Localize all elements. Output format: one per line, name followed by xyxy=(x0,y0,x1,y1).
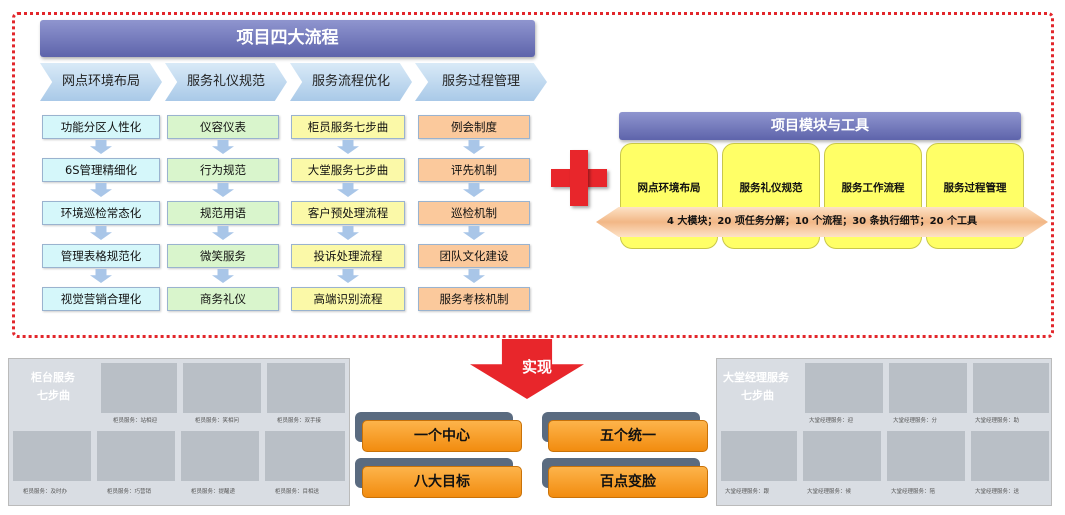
goal-box: 百点变脸 xyxy=(548,466,708,498)
process-title: 项目四大流程 xyxy=(40,20,535,57)
step-box: 高端识别流程 xyxy=(291,287,405,311)
column-header-3: 服务流程优化 xyxy=(290,63,412,101)
photo-caption: 柜员服务：提醒递 xyxy=(191,489,236,495)
photo-caption: 柜员服务：笑相问 xyxy=(195,418,240,424)
plus-icon xyxy=(551,150,607,206)
goal-box: 八大目标 xyxy=(362,466,522,498)
photo-caption: 柜员服务：目相送 xyxy=(275,489,320,495)
service-photo xyxy=(265,431,345,481)
modules-summary-banner: 4 大模块；20 项任务分解；10 个流程；30 条执行细节；20 个工具 xyxy=(596,207,1048,237)
step-box: 商务礼仪 xyxy=(167,287,279,311)
step-box: 客户预处理流程 xyxy=(291,201,405,225)
step-box: 投诉处理流程 xyxy=(291,244,405,268)
goal-box: 一个中心 xyxy=(362,420,522,452)
service-photo xyxy=(13,431,91,481)
service-photo xyxy=(721,431,797,481)
lobby-manager-photo-panel: 大堂经理服务 七步曲 大堂经理服务：迎 大堂经理服务：分 大堂经理服务：助 大堂… xyxy=(716,358,1052,506)
service-photo xyxy=(805,363,883,413)
step-box: 团队文化建设 xyxy=(418,244,530,268)
step-box: 视觉营销合理化 xyxy=(42,287,160,311)
service-photo xyxy=(887,431,965,481)
photo-caption: 大堂经理服务：陪 xyxy=(891,489,936,495)
photo-caption: 柜员服务：站相迎 xyxy=(113,418,158,424)
step-box: 服务考核机制 xyxy=(418,287,530,311)
step-box: 微笑服务 xyxy=(167,244,279,268)
service-photo xyxy=(97,431,175,481)
service-photo xyxy=(183,363,261,413)
step-box: 评先机制 xyxy=(418,158,530,182)
step-box: 行为规范 xyxy=(167,158,279,182)
step-box: 规范用语 xyxy=(167,201,279,225)
step-box: 功能分区人性化 xyxy=(42,115,160,139)
photo-caption: 柜员服务：巧营销 xyxy=(107,489,152,495)
step-box: 仪容仪表 xyxy=(167,115,279,139)
photo-caption: 柜员服务：及时办 xyxy=(23,489,68,495)
service-photo xyxy=(181,431,259,481)
panel-title-line: 七步曲 xyxy=(37,389,70,402)
step-box: 环境巡检常态化 xyxy=(42,201,160,225)
step-box: 大堂服务七步曲 xyxy=(291,158,405,182)
photo-caption: 大堂经理服务：助 xyxy=(975,418,1020,424)
step-box: 柜员服务七步曲 xyxy=(291,115,405,139)
step-box: 管理表格规范化 xyxy=(42,244,160,268)
photo-caption: 大堂经理服务：分 xyxy=(893,418,938,424)
dotted-frame xyxy=(12,12,1054,338)
service-photo xyxy=(971,431,1049,481)
column-header-1: 网点环境布局 xyxy=(40,63,162,101)
panel-title-line: 七步曲 xyxy=(741,389,774,402)
counter-service-photo-panel: 柜台服务 七步曲 柜员服务：站相迎 柜员服务：笑相问 柜员服务：双手接 柜员服务… xyxy=(8,358,350,506)
photo-caption: 大堂经理服务：送 xyxy=(975,489,1020,495)
step-box: 例会制度 xyxy=(418,115,530,139)
step-box: 巡检机制 xyxy=(418,201,530,225)
service-photo xyxy=(101,363,177,413)
photo-caption: 大堂经理服务：迎 xyxy=(809,418,854,424)
panel-title-line: 柜台服务 xyxy=(31,371,75,384)
column-header-2: 服务礼仪规范 xyxy=(165,63,287,101)
service-photo xyxy=(267,363,345,413)
photo-caption: 柜员服务：双手接 xyxy=(277,418,322,424)
panel-title-line: 大堂经理服务 xyxy=(723,371,789,384)
photo-caption: 大堂经理服务：跟 xyxy=(725,489,770,495)
column-header-4: 服务过程管理 xyxy=(415,63,547,101)
arrow-label: 实现 xyxy=(521,358,552,376)
step-box: 6S管理精细化 xyxy=(42,158,160,182)
service-photo xyxy=(889,363,967,413)
photo-caption: 大堂经理服务：候 xyxy=(807,489,852,495)
modules-title: 项目模块与工具 xyxy=(619,112,1021,140)
service-photo xyxy=(803,431,881,481)
goal-box: 五个统一 xyxy=(548,420,708,452)
service-photo xyxy=(973,363,1049,413)
